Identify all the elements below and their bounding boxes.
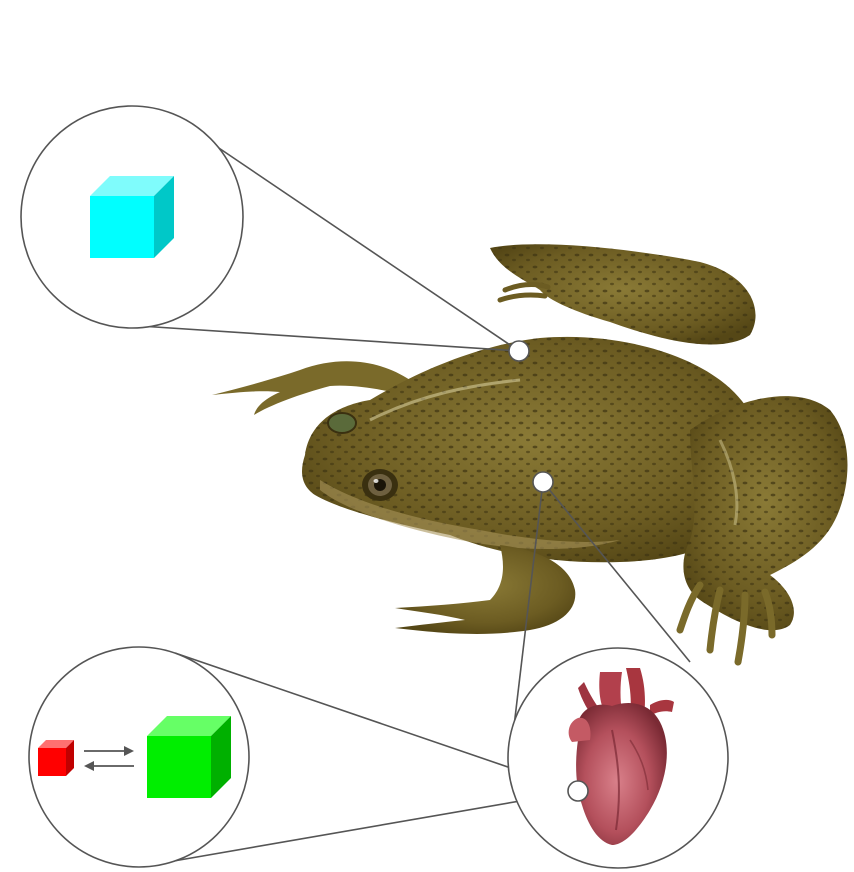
cube-exchange-callout [29,647,249,867]
heart-callout [508,648,728,868]
large-cube-icon [147,716,231,798]
anchor-marker-chest [533,472,553,492]
frog-upper-toes [500,285,548,300]
connector-top-1 [207,140,519,351]
frog-top-eye [328,413,356,433]
cyan-cube-callout [21,106,243,328]
frog-eye [362,469,398,501]
anchor-marker-top [509,341,529,361]
small-cube-icon [38,740,74,776]
connector-top-2 [140,326,519,351]
anchor-marker-heart [568,781,588,801]
cube-icon [90,176,174,258]
